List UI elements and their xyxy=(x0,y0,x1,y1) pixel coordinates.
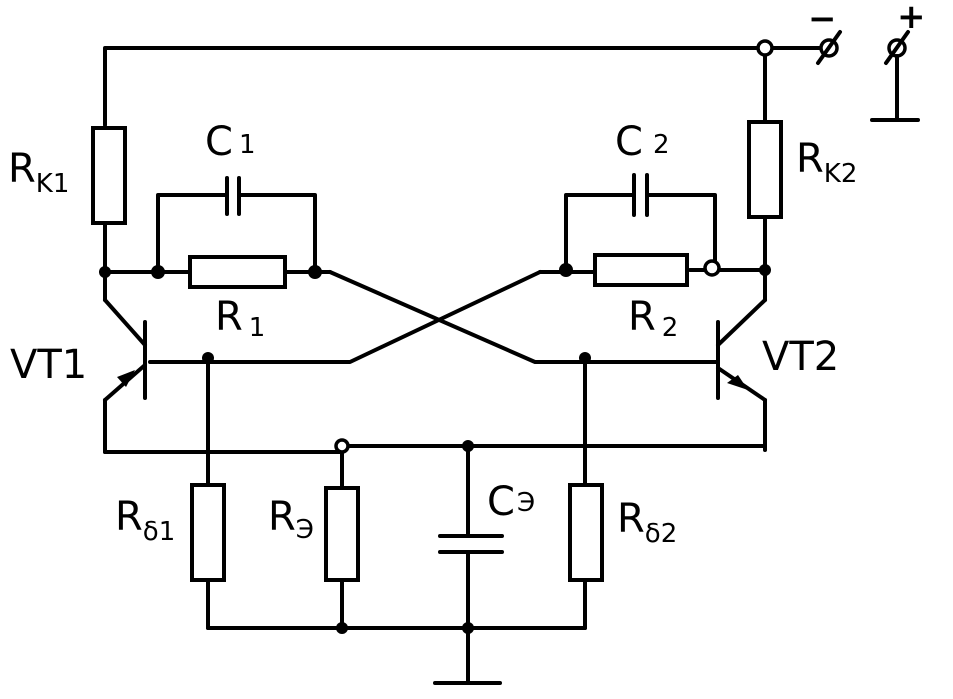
resistor-rk2 xyxy=(747,120,783,274)
minus-terminal-label: − xyxy=(808,0,837,39)
junction-dots xyxy=(99,263,771,634)
resistor-re xyxy=(324,444,360,630)
resistor-rb2 xyxy=(568,356,604,630)
transistor-vt2 xyxy=(583,270,767,452)
rk1-label: RK1 xyxy=(8,146,69,199)
resistor-rb1 xyxy=(190,356,226,630)
resistor-rk1 xyxy=(91,126,127,274)
top-supply-rail xyxy=(103,46,832,127)
emitter-bus xyxy=(103,444,767,454)
re-label: RЭ xyxy=(268,494,314,545)
transistor-vt1 xyxy=(103,270,147,454)
rb2-label: Rδ2 xyxy=(617,496,677,549)
open-junctions xyxy=(334,39,774,454)
rb1-label: Rδ1 xyxy=(115,494,175,547)
resistor-r2 xyxy=(593,253,689,287)
capacitor-ce xyxy=(438,444,504,630)
capacitor-c1 xyxy=(156,176,317,274)
vt1-label: VT1 xyxy=(10,342,87,388)
resistor-r1 xyxy=(188,255,287,289)
plus-terminal: + xyxy=(870,0,926,122)
plus-terminal-label: + xyxy=(897,0,926,37)
ground-bus xyxy=(206,626,587,685)
capacitor-c2 xyxy=(564,173,717,274)
minus-terminal: − xyxy=(808,0,842,65)
cross-coupling-wires xyxy=(148,270,587,364)
ce-label: CЭ xyxy=(487,479,535,525)
vt2-label: VT2 xyxy=(762,334,839,380)
rk2-label: RK2 xyxy=(796,136,857,189)
